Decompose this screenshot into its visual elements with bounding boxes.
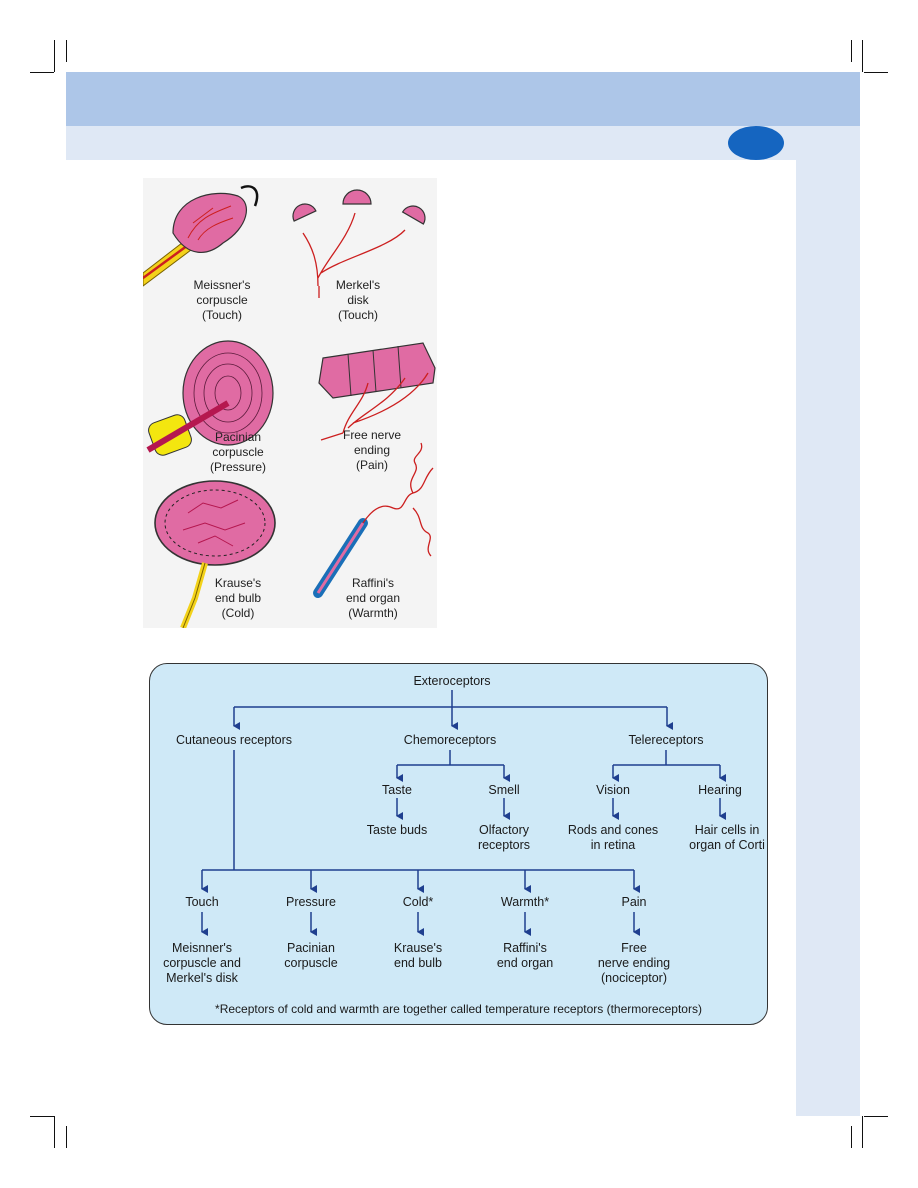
flow-node-pain: Pain <box>621 895 647 909</box>
merkel-disk-drawing <box>292 189 426 298</box>
flow-node-rods-cones: Rods and cones in retina <box>567 823 659 852</box>
illustration-label-raffini: Raffini's end organ (Warmth) <box>345 576 401 620</box>
crop-mark <box>66 1126 67 1148</box>
flowchart-footnote: *Receptors of cold and warmth are togeth… <box>215 1002 702 1016</box>
crop-mark <box>862 1116 863 1148</box>
crop-mark <box>864 1116 888 1117</box>
crop-mark <box>851 40 852 62</box>
crop-mark <box>66 40 67 62</box>
flow-node-touch: Touch <box>185 895 219 909</box>
flow-node-krause: Krause's end bulb <box>393 941 443 970</box>
subheader-band <box>66 126 860 160</box>
page-number-badge <box>728 126 784 160</box>
receptor-drawings <box>142 185 436 630</box>
exteroceptor-flowchart-box <box>149 663 768 1025</box>
flow-node-taste: Taste <box>382 783 412 797</box>
flow-node-warmth: Warmth* <box>500 895 550 909</box>
crop-mark <box>54 40 55 72</box>
meissner-corpuscle-drawing <box>142 185 259 287</box>
illustration-label-pacinian: Pacinian corpuscle (Pressure) <box>209 430 266 474</box>
flow-node-cutaneous: Cutaneous receptors <box>175 733 293 747</box>
flow-node-raffini: Raffini's end organ <box>496 941 554 970</box>
flow-node-root: Exteroceptors <box>413 674 491 688</box>
crop-mark <box>30 72 54 73</box>
illustration-label-meissner: Meissner's corpuscle (Touch) <box>193 278 251 322</box>
crop-mark <box>864 72 888 73</box>
crop-mark <box>851 1126 852 1148</box>
flow-node-hair-cells: Hair cells in organ of Corti <box>689 823 765 852</box>
flow-node-cold: Cold* <box>402 895 434 909</box>
pacinian-corpuscle-drawing <box>146 340 274 456</box>
flow-node-chemoreceptors: Chemoreceptors <box>403 733 497 747</box>
header-band <box>66 72 860 126</box>
flow-node-pacinian: Pacinian corpuscle <box>284 941 338 970</box>
flow-node-meisnner: Meisnner's corpuscle and Merkel's disk <box>163 941 241 985</box>
flow-node-olfactory: Olfactory receptors <box>477 823 531 852</box>
flow-node-smell: Smell <box>488 783 520 797</box>
crop-mark <box>54 1116 55 1148</box>
krause-end-bulb-drawing <box>154 480 276 630</box>
flow-node-free-nerve: Free nerve ending (nociceptor) <box>597 941 671 985</box>
flow-node-telereceptors: Telereceptors <box>628 733 704 747</box>
receptor-illustration-panel: Meissner's corpuscle (Touch) Merkel's di… <box>142 178 437 630</box>
side-margin-strip <box>796 160 860 1116</box>
free-nerve-ending-drawing <box>318 342 436 441</box>
illustration-label-krause: Krause's end bulb (Cold) <box>214 576 262 620</box>
raffini-end-organ-drawing <box>313 442 434 598</box>
illustration-label-merkel: Merkel's disk (Touch) <box>335 278 381 322</box>
flow-node-vision: Vision <box>596 783 630 797</box>
illustration-label-free-nerve: Free nerve ending (Pain) <box>342 428 402 472</box>
crop-mark <box>862 40 863 72</box>
crop-mark <box>30 1116 54 1117</box>
flow-node-taste-buds: Taste buds <box>366 823 428 837</box>
flow-node-hearing: Hearing <box>698 783 742 797</box>
flow-node-pressure: Pressure <box>285 895 337 909</box>
